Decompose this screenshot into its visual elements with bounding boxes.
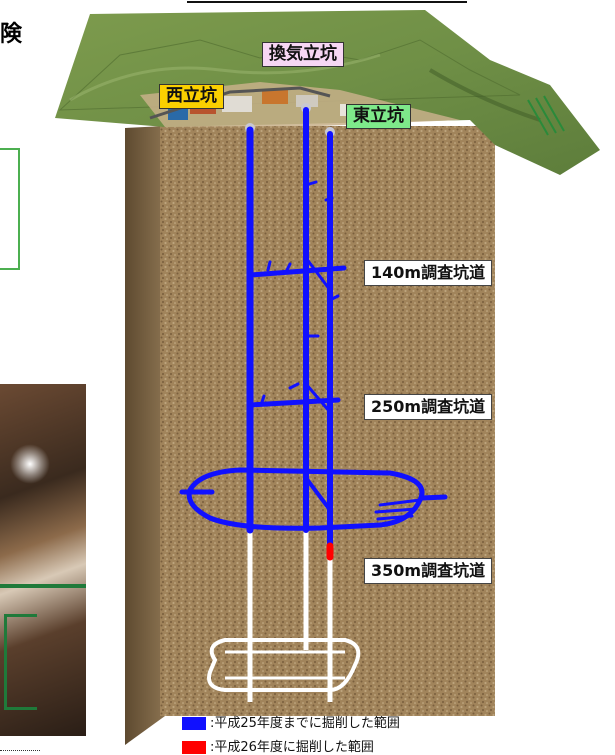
legend-swatch-blue bbox=[182, 717, 206, 730]
planned-sections bbox=[207, 530, 361, 702]
legend-item-h25: :平成25年度までに掘削した範囲 bbox=[182, 712, 400, 731]
excavated-h25 bbox=[179, 107, 448, 551]
callout-box-fragment bbox=[0, 148, 20, 270]
legend-item-h26: :平成26年度に掘削した範囲 bbox=[182, 736, 374, 755]
tunnel-140m-label: 140m調査坑道 bbox=[364, 260, 493, 286]
title-fragment: 険 bbox=[0, 22, 23, 47]
block-side-face bbox=[125, 126, 165, 745]
vent-shaft-label: 換気立坑 bbox=[262, 42, 344, 67]
east-shaft-label: 東立坑 bbox=[346, 104, 411, 129]
tunnel-350m-label: 350m調査坑道 bbox=[364, 558, 493, 584]
legend-text-h25: :平成25年度までに掘削した範囲 bbox=[210, 716, 400, 731]
legend-text-h26: :平成26年度に掘削した範囲 bbox=[210, 740, 374, 755]
west-shaft-label: 西立坑 bbox=[159, 84, 224, 109]
caption-fragment bbox=[0, 742, 40, 751]
legend-swatch-red bbox=[182, 741, 206, 754]
tunnel-photo bbox=[0, 384, 86, 736]
tunnel-250m-label: 250m調査坑道 bbox=[364, 394, 493, 420]
